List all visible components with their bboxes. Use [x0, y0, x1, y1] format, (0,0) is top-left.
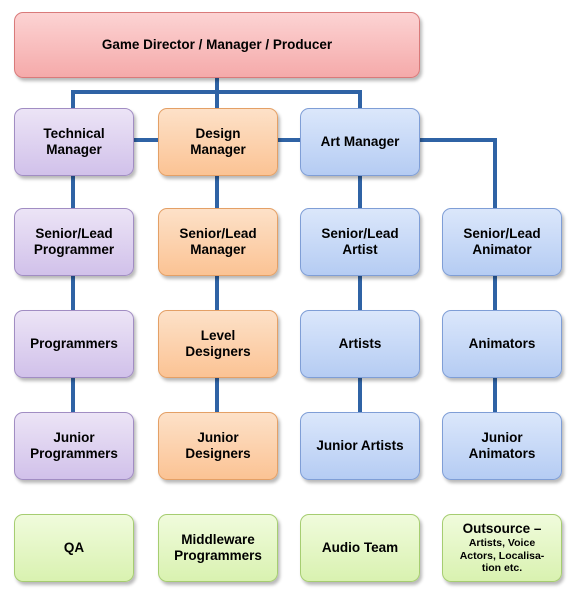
node-label: Senior/Lead Artist [321, 226, 399, 257]
level-designers-node: Level Designers [158, 310, 278, 378]
junior-programmers-node: Junior Programmers [14, 412, 134, 480]
outsource-detail: Artists, Voice Actors, Localisa- tion et… [459, 537, 545, 575]
qa-node: QA [14, 514, 134, 582]
node-label: Audio Team [321, 540, 399, 555]
node-label: Senior/Lead Manager [179, 226, 257, 257]
node-label: Senior/Lead Programmer [33, 226, 115, 257]
node-label: Programmers [30, 336, 118, 351]
node-label: Animators [468, 336, 536, 351]
lead-animator-node: Senior/Lead Animator [442, 208, 562, 276]
art-manager-node: Art Manager [300, 108, 420, 176]
lead-programmer-node: Senior/Lead Programmer [14, 208, 134, 276]
node-label: Junior Animators [468, 430, 536, 461]
node-label: Design Manager [190, 126, 246, 157]
game-director-node: Game Director / Manager / Producer [14, 12, 420, 78]
artists-node: Artists [300, 310, 420, 378]
node-label: Middleware Programmers [174, 532, 262, 563]
node-label: QA [63, 540, 85, 555]
node-label: Technical Manager [43, 126, 105, 157]
node-label: Game Director / Manager / Producer [101, 37, 333, 52]
node-label: Junior Artists [316, 438, 404, 453]
node-label: Junior Designers [185, 430, 251, 461]
middleware-programmers-node: Middleware Programmers [158, 514, 278, 582]
outsource-node: Outsource – Artists, Voice Actors, Local… [442, 514, 562, 582]
programmers-node: Programmers [14, 310, 134, 378]
node-label: Senior/Lead Animator [463, 226, 541, 257]
junior-designers-node: Junior Designers [158, 412, 278, 480]
node-label: Art Manager [320, 134, 400, 149]
node-label: Junior Programmers [30, 430, 118, 461]
audio-team-node: Audio Team [300, 514, 420, 582]
node-label: Level Designers [185, 328, 251, 359]
junior-animators-node: Junior Animators [442, 412, 562, 480]
outsource-title: Outsource – [462, 521, 542, 537]
lead-artist-node: Senior/Lead Artist [300, 208, 420, 276]
node-label: Artists [338, 336, 382, 351]
animators-node: Animators [442, 310, 562, 378]
junior-artists-node: Junior Artists [300, 412, 420, 480]
technical-manager-node: Technical Manager [14, 108, 134, 176]
lead-design-manager-node: Senior/Lead Manager [158, 208, 278, 276]
design-manager-node: Design Manager [158, 108, 278, 176]
